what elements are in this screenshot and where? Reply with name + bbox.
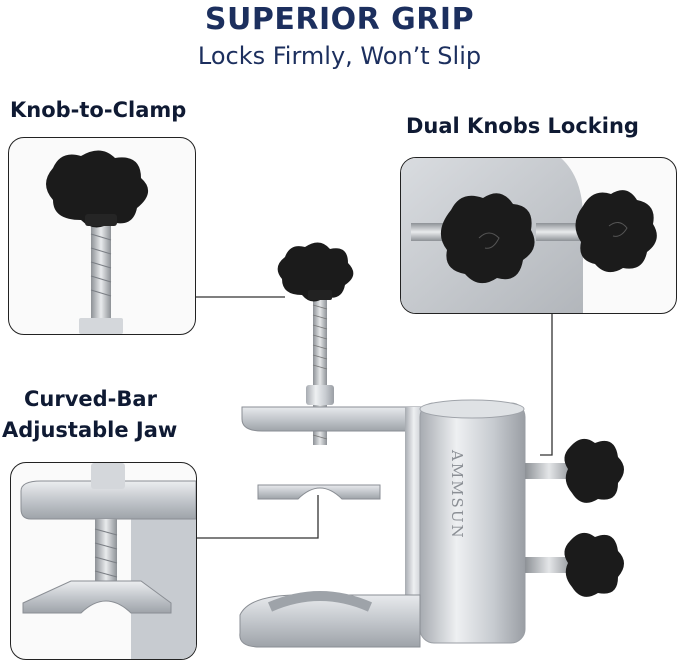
inset-knob-to-clamp	[8, 137, 196, 335]
callout-curved-bar-line2: Adjustable Jaw	[2, 418, 178, 442]
callout-knob-to-clamp: Knob-to-Clamp	[10, 98, 187, 122]
jaw-closeup-image	[20, 463, 196, 659]
callout-dual-knobs: Dual Knobs Locking	[406, 114, 639, 138]
inset-curved-bar-jaw	[10, 462, 197, 660]
headline: SUPERIOR GRIP	[204, 2, 475, 37]
inset-dual-knobs	[400, 157, 677, 314]
knob-closeup-image	[46, 150, 149, 334]
callout-curved-bar-line1: Curved-Bar	[24, 387, 157, 411]
subheadline: Locks Firmly, Won’t Slip	[197, 42, 482, 70]
brand-engraving: AMMSUN	[448, 450, 466, 540]
dual-knobs-closeup-image	[401, 158, 657, 313]
clamp-product-image	[239, 242, 624, 648]
